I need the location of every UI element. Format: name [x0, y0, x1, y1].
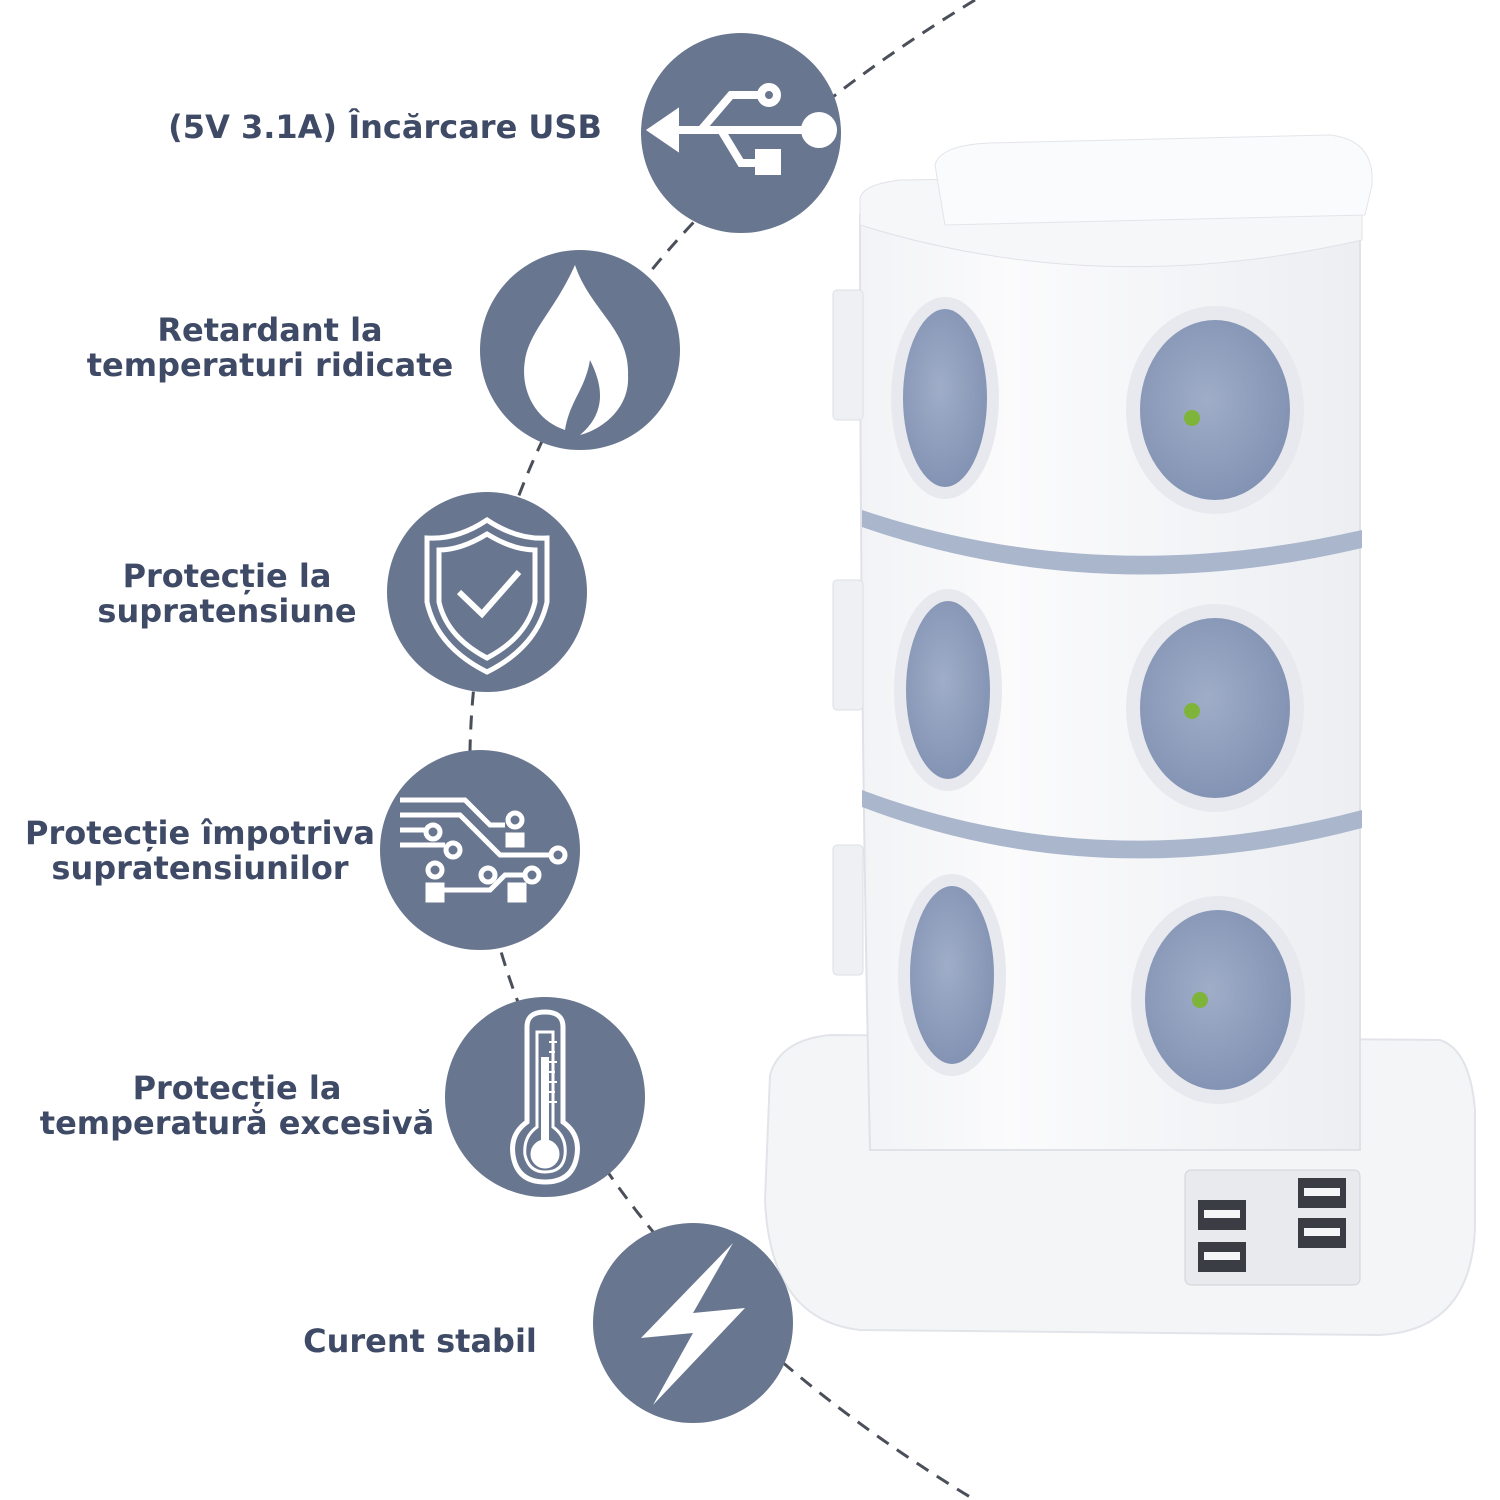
flame-icon [480, 250, 680, 450]
circuit-icon [380, 750, 580, 950]
side-sockets [891, 297, 1006, 1076]
tier-stripe-2 [862, 790, 1362, 859]
thermometer-icon [445, 997, 645, 1197]
front-sockets [1126, 306, 1305, 1104]
tier-stripe-1 [862, 510, 1362, 575]
lightning-bolt-icon [593, 1223, 793, 1423]
feature-label-stable-current: Curent stabil [303, 1322, 537, 1360]
shield-check-icon [387, 492, 587, 692]
usb-ports [1184, 1169, 1361, 1286]
usb-icon [641, 33, 841, 233]
feature-label-usb-charging: (5V 3.1A) Încărcare USB [168, 108, 602, 146]
